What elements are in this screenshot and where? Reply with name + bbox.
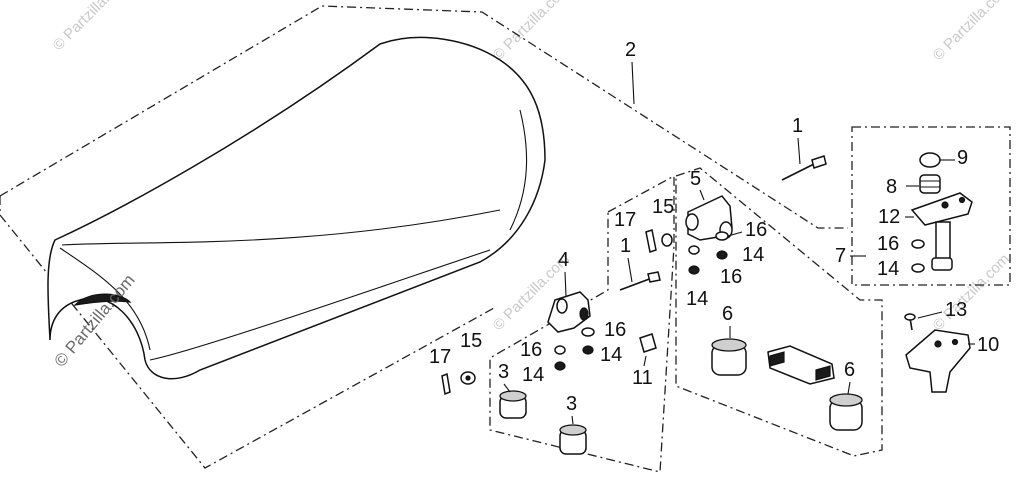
seat-lock-bar-icon	[767, 345, 835, 385]
lock-assembly-box	[851, 126, 1011, 286]
leader-1-upper	[797, 137, 801, 165]
callout-7: 7	[835, 245, 846, 267]
callout-14-left-b: 14	[522, 364, 544, 386]
watermark-tile-1: © Partzilla.com	[50, 0, 133, 54]
spring-icon	[919, 174, 941, 194]
latch-icon	[905, 329, 971, 393]
leader-11	[643, 355, 647, 367]
leader-4	[564, 271, 567, 297]
leader-3-lower	[571, 415, 574, 425]
callout-9: 9	[957, 147, 968, 169]
leader-2	[631, 61, 635, 105]
washer-icon	[661, 233, 673, 247]
leader-13	[917, 311, 943, 319]
callout-3-upper: 3	[498, 361, 509, 383]
callout-4: 4	[558, 249, 569, 271]
watermark-tile-2: © Partzilla.com	[490, 0, 573, 64]
callout-16-mid-a: 16	[745, 219, 767, 241]
callout-14-mid-a: 14	[742, 244, 764, 266]
washer-icon	[688, 231, 729, 275]
leader-1-mid	[627, 257, 633, 283]
lock-plate-icon	[910, 192, 973, 271]
callout-14-left-a: 14	[600, 344, 622, 366]
nut-icon	[911, 263, 925, 273]
leader-5	[699, 189, 705, 201]
callout-16-left-b: 16	[520, 339, 542, 361]
rubber-cushion-icon	[829, 393, 863, 431]
callout-17-low: 17	[429, 346, 451, 368]
rubber-cushion-icon	[711, 338, 747, 376]
callout-10: 10	[977, 334, 999, 356]
callout-12: 12	[878, 206, 900, 228]
callout-3-lower: 3	[566, 393, 577, 415]
callout-6-left: 6	[722, 303, 733, 325]
callout-16-mid-b: 16	[720, 266, 742, 288]
leader-6-right	[847, 381, 851, 395]
hinge-bracket-icon	[685, 195, 733, 241]
callout-16-right: 16	[877, 233, 899, 255]
callout-11: 11	[632, 367, 653, 389]
hinge-bracket-icon	[547, 291, 591, 333]
nut-icon	[639, 333, 657, 353]
seat-group-outline	[0, 5, 848, 229]
callout-5: 5	[690, 168, 701, 190]
cap-icon	[919, 152, 941, 168]
callout-14-right: 14	[877, 258, 899, 280]
callout-14-mid-b: 14	[686, 288, 708, 310]
callout-1-upper: 1	[792, 115, 803, 137]
callout-15-mid: 15	[652, 196, 674, 218]
pin-icon	[441, 372, 451, 396]
washer-icon	[911, 239, 925, 249]
bolt-icon	[781, 155, 827, 181]
rubber-cushion-icon	[499, 390, 527, 419]
washer-icon	[460, 371, 476, 385]
pin-icon	[645, 229, 657, 253]
callout-17-mid: 17	[614, 209, 636, 231]
leader-16-mid-a	[727, 231, 743, 237]
callout-6-right: 6	[844, 359, 855, 381]
bolt-icon	[619, 271, 661, 291]
watermark-tile-3: © Partzilla.com	[930, 0, 1013, 64]
washer-icon	[554, 327, 595, 371]
callout-16-left-a: 16	[604, 319, 626, 341]
callout-1-mid: 1	[620, 235, 631, 257]
callout-8: 8	[886, 176, 897, 198]
callout-15-low: 15	[460, 330, 482, 352]
seat-body-icon	[47, 36, 546, 380]
callout-13: 13	[945, 299, 967, 321]
rubber-cushion-icon	[559, 424, 587, 455]
screw-icon	[904, 313, 916, 331]
rear-mount-outline	[675, 167, 883, 457]
callout-2: 2	[625, 39, 636, 61]
leader-3-upper	[503, 383, 511, 393]
